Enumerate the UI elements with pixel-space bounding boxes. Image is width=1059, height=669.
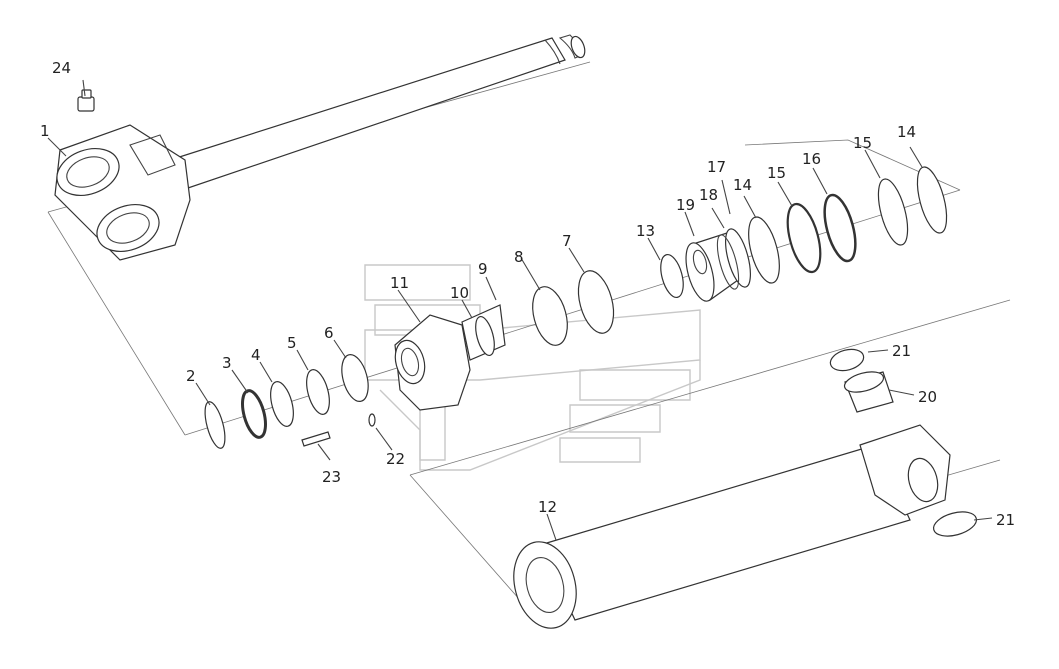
cylinder-barrel	[513, 424, 951, 629]
rod-seal-rings	[204, 354, 369, 449]
label-14-a: 14	[733, 176, 752, 194]
label-6: 6	[324, 324, 334, 342]
label-19: 19	[676, 196, 695, 214]
label-18: 18	[699, 186, 718, 204]
piston-seals	[532, 253, 684, 346]
label-22: 22	[386, 450, 405, 468]
label-5: 5	[287, 334, 297, 352]
label-23: 23	[322, 468, 341, 486]
label-15-a: 15	[767, 164, 786, 182]
label-10: 10	[450, 284, 469, 302]
piston-rod	[54, 34, 586, 261]
label-17: 17	[707, 158, 726, 176]
label-12: 12	[538, 498, 557, 516]
label-3: 3	[222, 354, 232, 372]
label-8: 8	[514, 248, 524, 266]
label-13: 13	[636, 222, 655, 240]
label-15-b: 15	[853, 134, 872, 152]
rod-assembly-outline	[47, 61, 961, 436]
label-2: 2	[186, 367, 196, 385]
part-labels: 24 1 2 3 4 5 6 11 10 9 8 7 13 19 18 17 1…	[40, 59, 1015, 529]
label-21-a: 21	[892, 342, 911, 360]
label-20: 20	[918, 388, 937, 406]
label-21-b: 21	[996, 511, 1015, 529]
screws	[301, 413, 376, 447]
label-11: 11	[390, 274, 409, 292]
piston-rings	[748, 166, 948, 284]
label-7: 7	[562, 232, 572, 250]
label-14-b: 14	[897, 123, 916, 141]
label-9: 9	[478, 260, 488, 278]
bushing-and-rings	[829, 348, 978, 537]
piston	[685, 228, 751, 302]
grease-fitting	[77, 89, 95, 112]
cylinder-head	[394, 304, 506, 411]
label-16: 16	[802, 150, 821, 168]
leader-lines	[47, 79, 993, 541]
label-4: 4	[251, 346, 261, 364]
label-1: 1	[40, 122, 50, 140]
label-24: 24	[52, 59, 71, 77]
